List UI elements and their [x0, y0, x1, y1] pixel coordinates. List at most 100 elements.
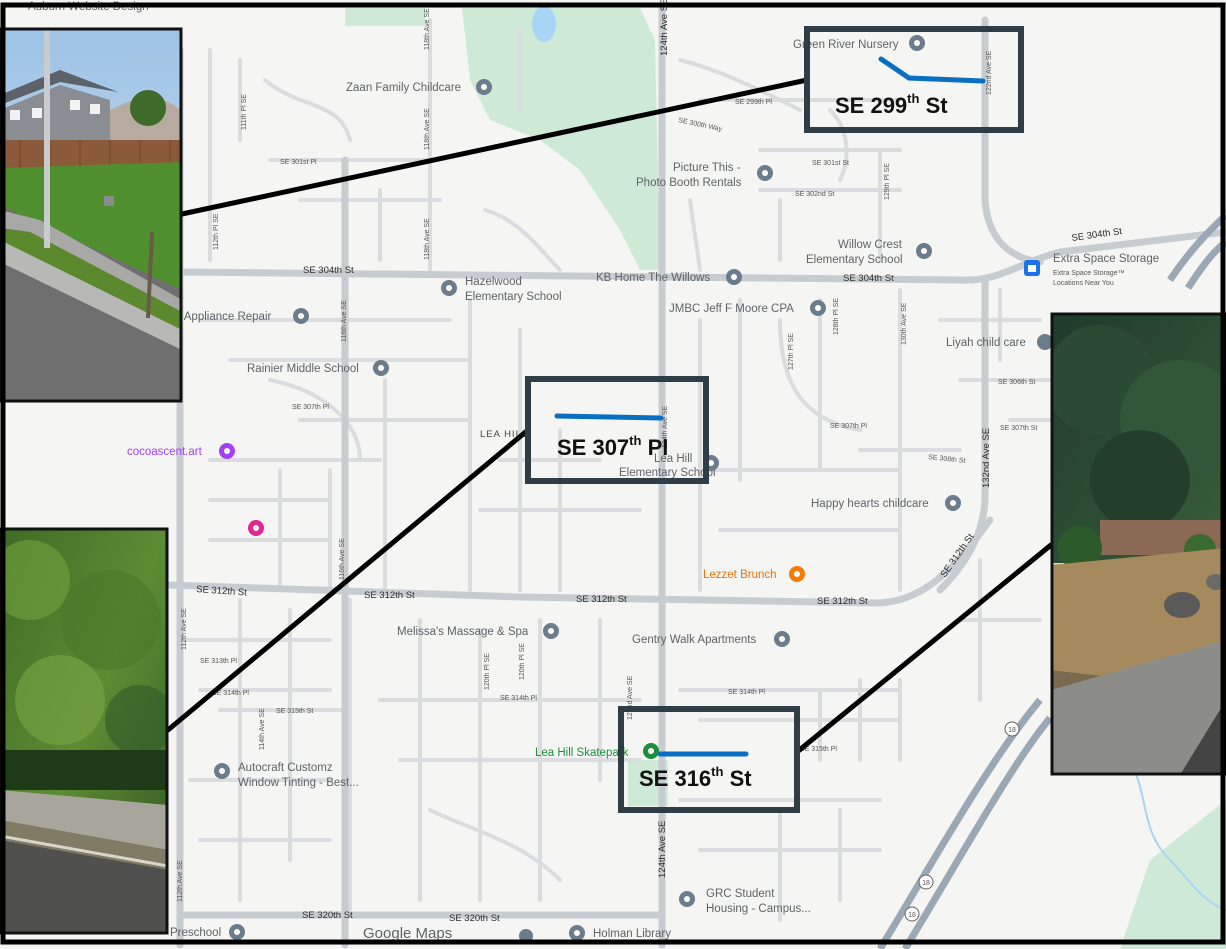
poi-picture-this[interactable]: Picture This - Photo Booth Rentals	[636, 162, 773, 189]
street-photo-nw[interactable]	[0, 27, 183, 403]
street-photo-east[interactable]	[1045, 312, 1226, 776]
street-label: 116th Ave SE	[339, 538, 346, 580]
route-18-shield: 18 18 18	[904, 721, 1020, 922]
poi-autocraft[interactable]: Autocraft Customz Window Tinting - Best.…	[214, 762, 359, 789]
street-label: SE 314th Pl	[728, 689, 765, 696]
street-label: 129th Pl SE	[884, 163, 891, 200]
svg-text:Elementary School: Elementary School	[619, 467, 716, 479]
street-label: 124th Ave SE	[657, 821, 668, 878]
park-area-southeast	[1120, 800, 1226, 949]
callout-se299: SE 299th St	[804, 26, 1024, 133]
poi-grc[interactable]: GRC Student Housing - Campus...	[679, 888, 811, 915]
poi-lezzet[interactable]: Lezzet Brunch	[703, 566, 805, 582]
poi-kb-home[interactable]: KB Home The Willows	[596, 269, 742, 285]
poi-jmbc[interactable]: JMBC Jeff F Moore CPA	[669, 300, 826, 316]
svg-text:SE 316th St: SE 316th St	[639, 764, 752, 791]
svg-text:Hazelwood: Hazelwood	[465, 276, 522, 288]
poi-cocoascent[interactable]: cocoascent.art	[127, 443, 235, 459]
street-label: 118th Ave SE	[424, 108, 431, 150]
childcare-icon	[1037, 334, 1053, 350]
poi-gentry[interactable]: Gentry Walk Apartments	[632, 631, 790, 647]
street-label: SE 307th St	[1000, 425, 1037, 432]
street-label: SE 312th St	[364, 590, 415, 601]
svg-text:Liyah child care: Liyah child care	[946, 337, 1026, 349]
street-label: 112th Pl SE	[213, 213, 220, 250]
google-maps-watermark: Google Maps	[363, 925, 452, 942]
street-label: SE 299th Pl	[735, 99, 772, 106]
poi-willow-crest[interactable]: Willow Crest Elementary School	[806, 239, 932, 266]
street-photo-sw[interactable]	[0, 527, 175, 935]
svg-text:Green River Nursery: Green River Nursery	[793, 39, 899, 51]
svg-text:cocoascent.art: cocoascent.art	[127, 446, 203, 458]
street-label: SE 315th St	[276, 708, 313, 715]
svg-text:18: 18	[922, 880, 930, 887]
poi-preschool[interactable]: Preschool	[170, 924, 245, 940]
major-roads	[166, 4, 1226, 949]
street-label: 128th Pl SE	[833, 298, 840, 335]
street-label: SE 320th St	[302, 910, 353, 921]
street-label: 122nd Ave SE	[627, 675, 634, 720]
street-label: 112th Ave SE	[177, 860, 184, 902]
svg-text:Preschool: Preschool	[170, 927, 221, 939]
street-label: 124th Ave SE	[662, 405, 669, 448]
street-label: SE 307th Pl	[292, 404, 329, 411]
poi-extra-space[interactable]: Extra Space Storage Extra Space Storage™…	[1024, 253, 1159, 287]
poi-hazelwood[interactable]: Hazelwood Elementary School	[441, 276, 562, 303]
svg-text:Rainier Middle School: Rainier Middle School	[247, 363, 359, 375]
svg-text:Holman Library: Holman Library	[593, 928, 671, 940]
street-label: 111th Pl SE	[241, 94, 248, 130]
street-label: SE 313th Pl	[200, 658, 237, 665]
poi-happy-hearts[interactable]: Happy hearts childcare	[811, 495, 961, 511]
svg-text:Gentry Walk Apartments: Gentry Walk Apartments	[632, 634, 756, 646]
pond	[532, 6, 556, 42]
street-label: SE 304th St	[843, 273, 894, 284]
poi-zaan[interactable]: Zaan Family Childcare	[346, 79, 492, 95]
svg-text:Window Tinting - Best...: Window Tinting - Best...	[238, 777, 359, 789]
street-label: SE 308th St	[928, 454, 966, 465]
street-label: 118th Ave SE	[424, 8, 431, 50]
poi-rainier[interactable]: Rainier Middle School	[247, 360, 389, 376]
street-label: SE 320th St	[449, 913, 500, 924]
connector-se307	[165, 427, 531, 733]
street-label: 130th Ave SE	[901, 302, 908, 345]
road-se-304th	[176, 228, 1226, 284]
street-label: SE 304th St	[303, 265, 354, 276]
street-label: 122nd Ave SE	[986, 50, 993, 95]
callout-connectors	[165, 77, 1054, 755]
poi-appliance[interactable]: t Appliance Repair	[178, 308, 309, 324]
street-label: 124th Ave SE	[659, 0, 670, 56]
poi-green-river[interactable]: Green River Nursery	[793, 35, 925, 51]
district-label: LEA HILL	[480, 429, 528, 440]
svg-text:KB Home The Willows: KB Home The Willows	[596, 272, 710, 284]
svg-text:Extra Space Storage™: Extra Space Storage™	[1053, 270, 1125, 277]
svg-text:Housing - Campus...: Housing - Campus...	[706, 903, 811, 915]
street-label: 116th Ave SE	[341, 300, 348, 342]
street-label: 127th Pl SE	[788, 333, 795, 370]
street-label: 120th Pl SE	[519, 643, 526, 680]
poi-pink-marker[interactable]	[248, 520, 264, 536]
street-label: SE 302nd St	[795, 191, 834, 198]
street-label: SE 312th St	[817, 596, 868, 607]
svg-text:Zaan Family Childcare: Zaan Family Childcare	[346, 82, 461, 94]
route-se299	[878, 56, 986, 84]
svg-text:GRC Student: GRC Student	[706, 888, 775, 900]
svg-text:JMBC Jeff F Moore CPA: JMBC Jeff F Moore CPA	[669, 303, 794, 315]
svg-text:Lea Hill Skatepark: Lea Hill Skatepark	[535, 747, 629, 759]
poi-skatepark[interactable]: Lea Hill Skatepark	[535, 743, 659, 759]
connector-se299	[179, 77, 810, 217]
park-area-north	[345, 8, 425, 26]
svg-text:18: 18	[1008, 727, 1016, 734]
route-se307	[554, 413, 664, 421]
poi-holman[interactable]: Holman Library	[569, 925, 671, 941]
poi-melissas[interactable]: Melissa's Massage & Spa	[397, 623, 559, 639]
poi-lea-hill-elementary[interactable]: Lea Hill Elementary School	[619, 453, 719, 479]
street-label: 114th Ave SE	[259, 708, 266, 750]
street-label: 132nd Ave SE	[981, 428, 992, 488]
street-label: 112th Ave SE	[181, 608, 188, 650]
poi-liyah[interactable]: Liyah child care	[946, 334, 1053, 350]
street-label: SE 301st Pl	[280, 159, 317, 166]
street-label: SE 301st St	[812, 160, 849, 167]
points-of-interest: Zaan Family Childcare Green River Nurser…	[127, 35, 1159, 943]
